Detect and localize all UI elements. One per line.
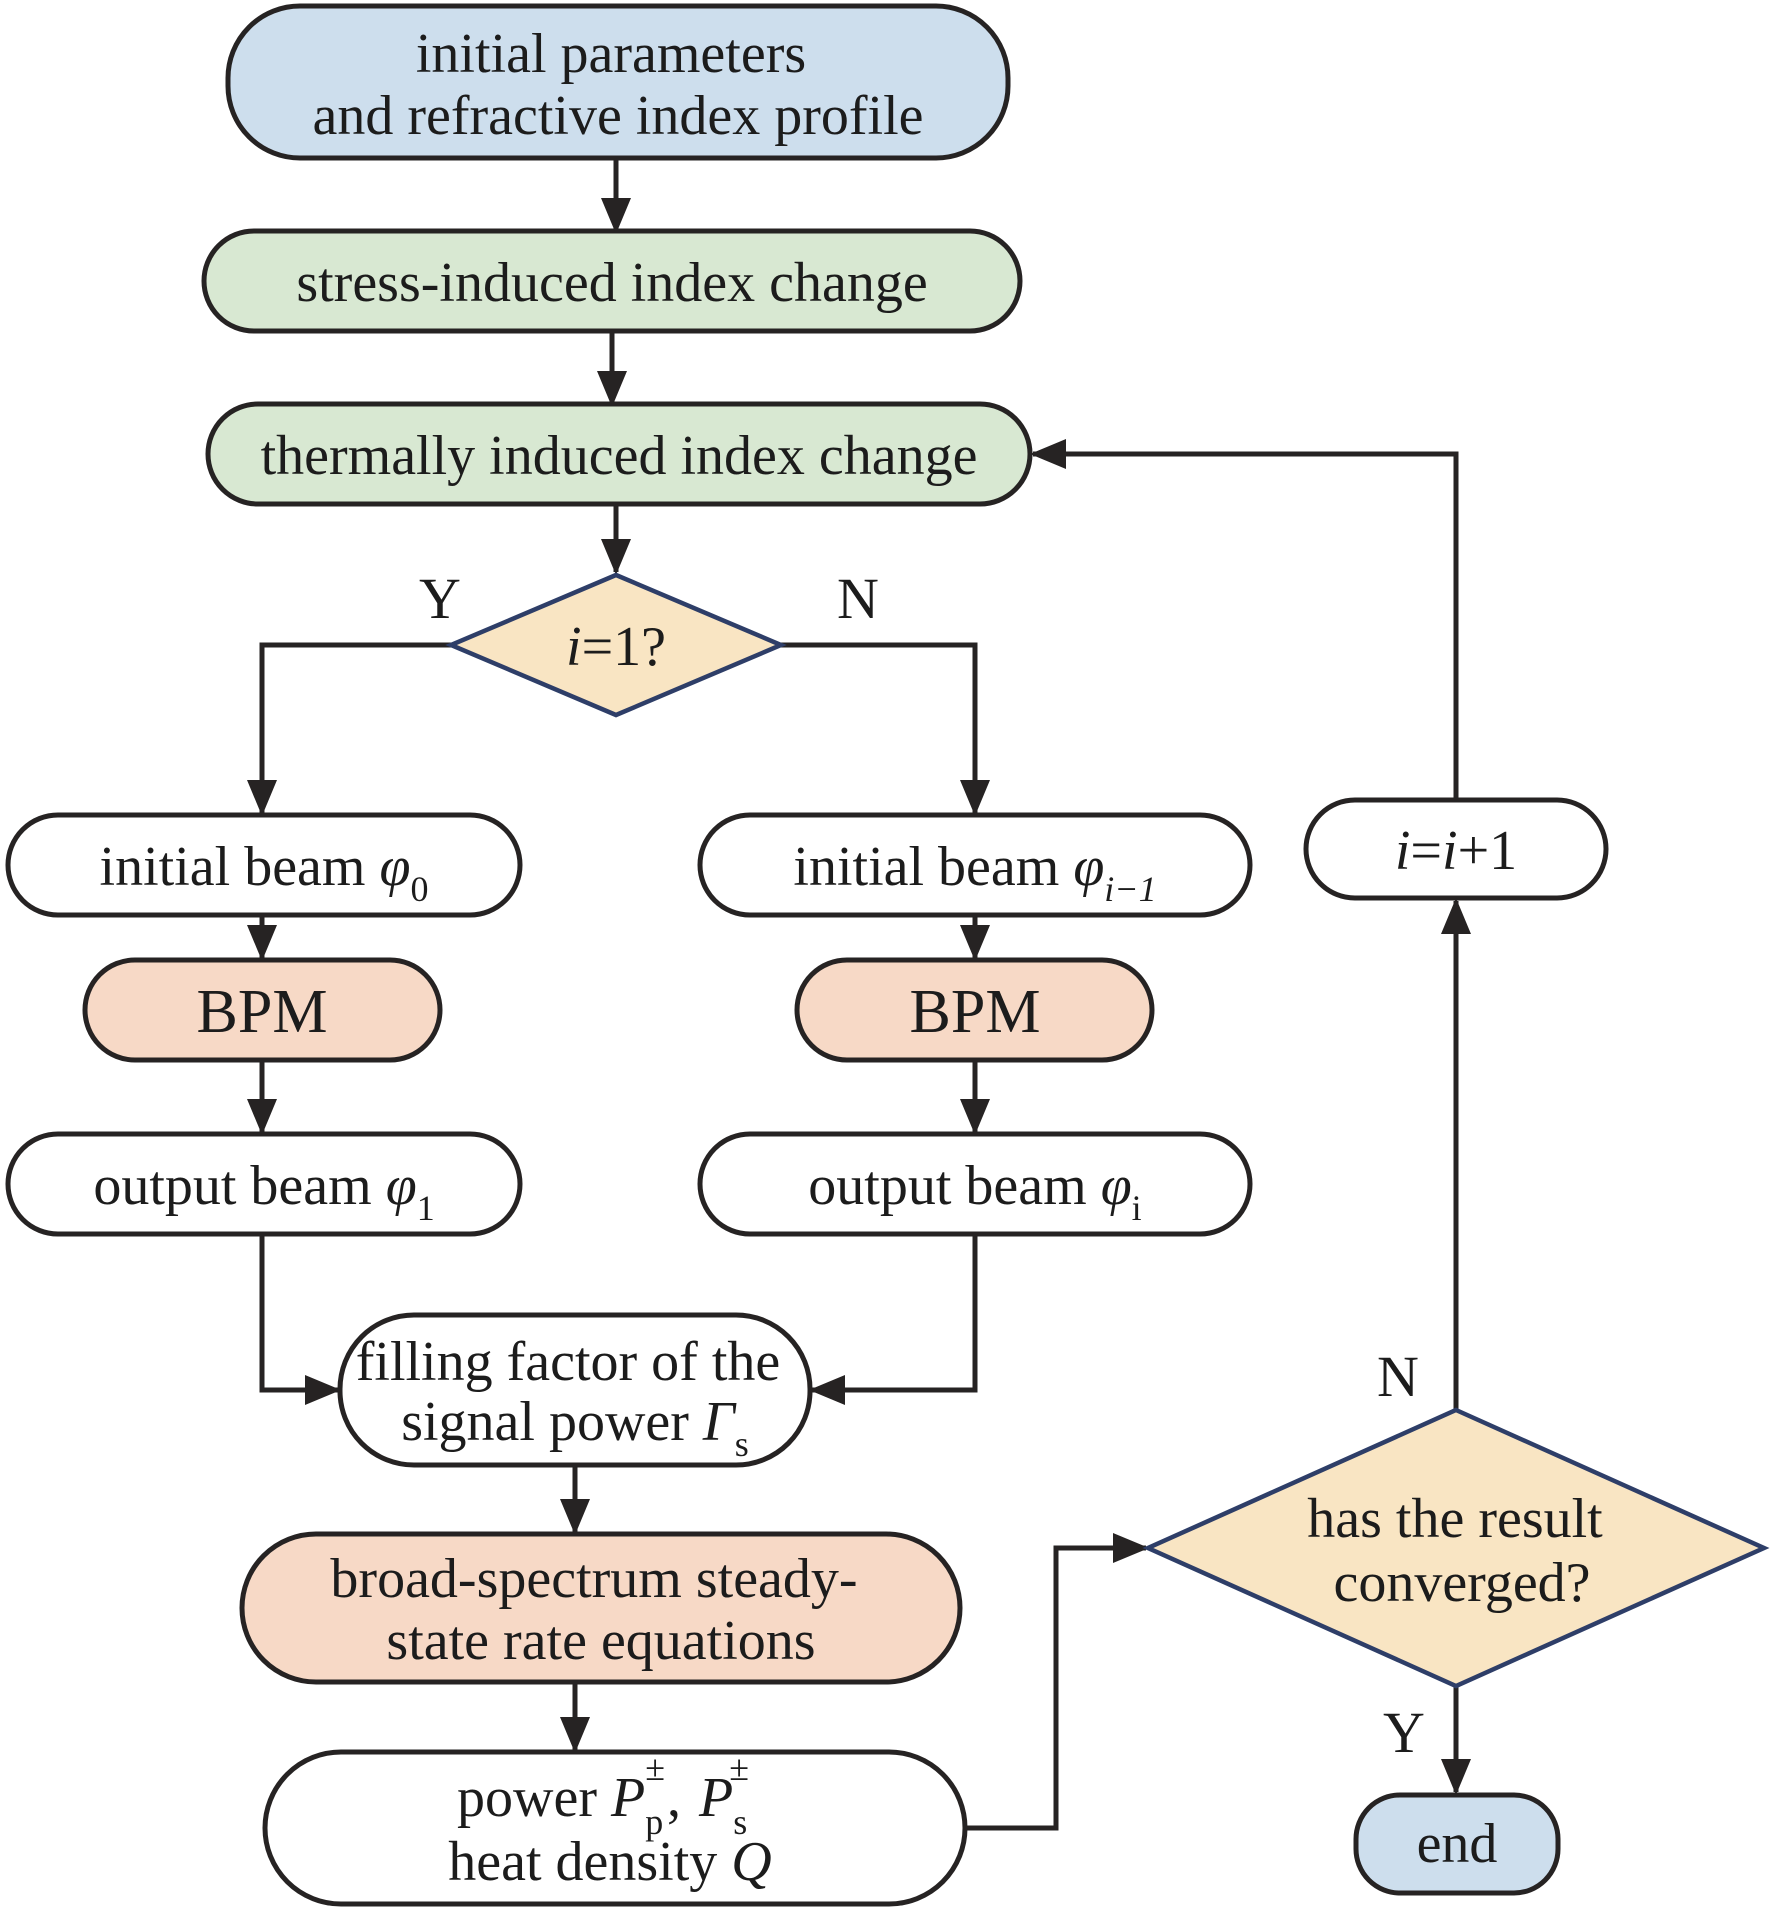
- thermal-index-label: thermally induced index change: [261, 425, 978, 487]
- converged-yes-label: Y: [1383, 1700, 1425, 1765]
- stress-index-node: [201, 228, 1023, 334]
- bpm-left-node: [82, 957, 443, 1063]
- branch-no-label: N: [837, 566, 879, 631]
- initial-beam-0-label: initial beam φ0: [100, 836, 429, 909]
- bpm-right-node: [794, 957, 1155, 1063]
- power-heat-label: power Pp±,Ps± heat density Q: [448, 1731, 772, 1893]
- output-beam-1-node: [5, 1131, 523, 1237]
- decision-converged-diamond: [1142, 1407, 1770, 1689]
- output-beam-i-label: output beam φi: [808, 1155, 1141, 1228]
- filling-factor-label: filling factor of the signal power Γs: [356, 1331, 795, 1464]
- edges: [247, 158, 1471, 1831]
- initial-beam-prev-node: [697, 812, 1253, 918]
- i-increment-label: i=i+1: [1395, 820, 1517, 882]
- end-node: [1353, 1792, 1561, 1896]
- edge-outputi-to-filling: [809, 1234, 978, 1405]
- decision-converged-label: has the result converged?: [1307, 1488, 1616, 1614]
- power-heat-node: [262, 1749, 968, 1907]
- stress-index-label: stress-induced index change: [296, 252, 927, 314]
- decision-i-label: i=1?: [566, 616, 666, 678]
- bpm-right-label: BPM: [910, 978, 1041, 1046]
- initial-beam-prev-label: initial beam φi−1: [793, 836, 1156, 909]
- output-beam-1-label: output beam φ1: [93, 1155, 434, 1228]
- end-node-label: end: [1417, 1813, 1498, 1875]
- bpm-left-label: BPM: [197, 978, 328, 1046]
- i-increment-node: [1303, 797, 1609, 901]
- edge-increment-loop-to-thermal: [1030, 439, 1459, 800]
- rate-equations-node: [239, 1531, 963, 1685]
- rate-equations-label: broad-spectrum steady- state rate equati…: [330, 1548, 871, 1672]
- edge-decision-yes-branch: [247, 642, 451, 816]
- start-node: [225, 3, 1011, 161]
- filling-factor-node: [337, 1312, 813, 1468]
- decision-i-diamond: [445, 572, 787, 718]
- output-beam-i-node: [697, 1131, 1253, 1237]
- edge-power-to-converged: [965, 1533, 1149, 1831]
- initial-beam-0-node: [5, 812, 523, 918]
- edge-output1-to-filling: [259, 1234, 341, 1405]
- edge-decision-no-branch: [781, 642, 990, 816]
- thermal-index-node: [205, 401, 1033, 507]
- converged-no-label: N: [1377, 1344, 1419, 1409]
- branch-yes-label: Y: [419, 566, 461, 631]
- start-node-label: initial parameters and refractive index …: [312, 23, 923, 147]
